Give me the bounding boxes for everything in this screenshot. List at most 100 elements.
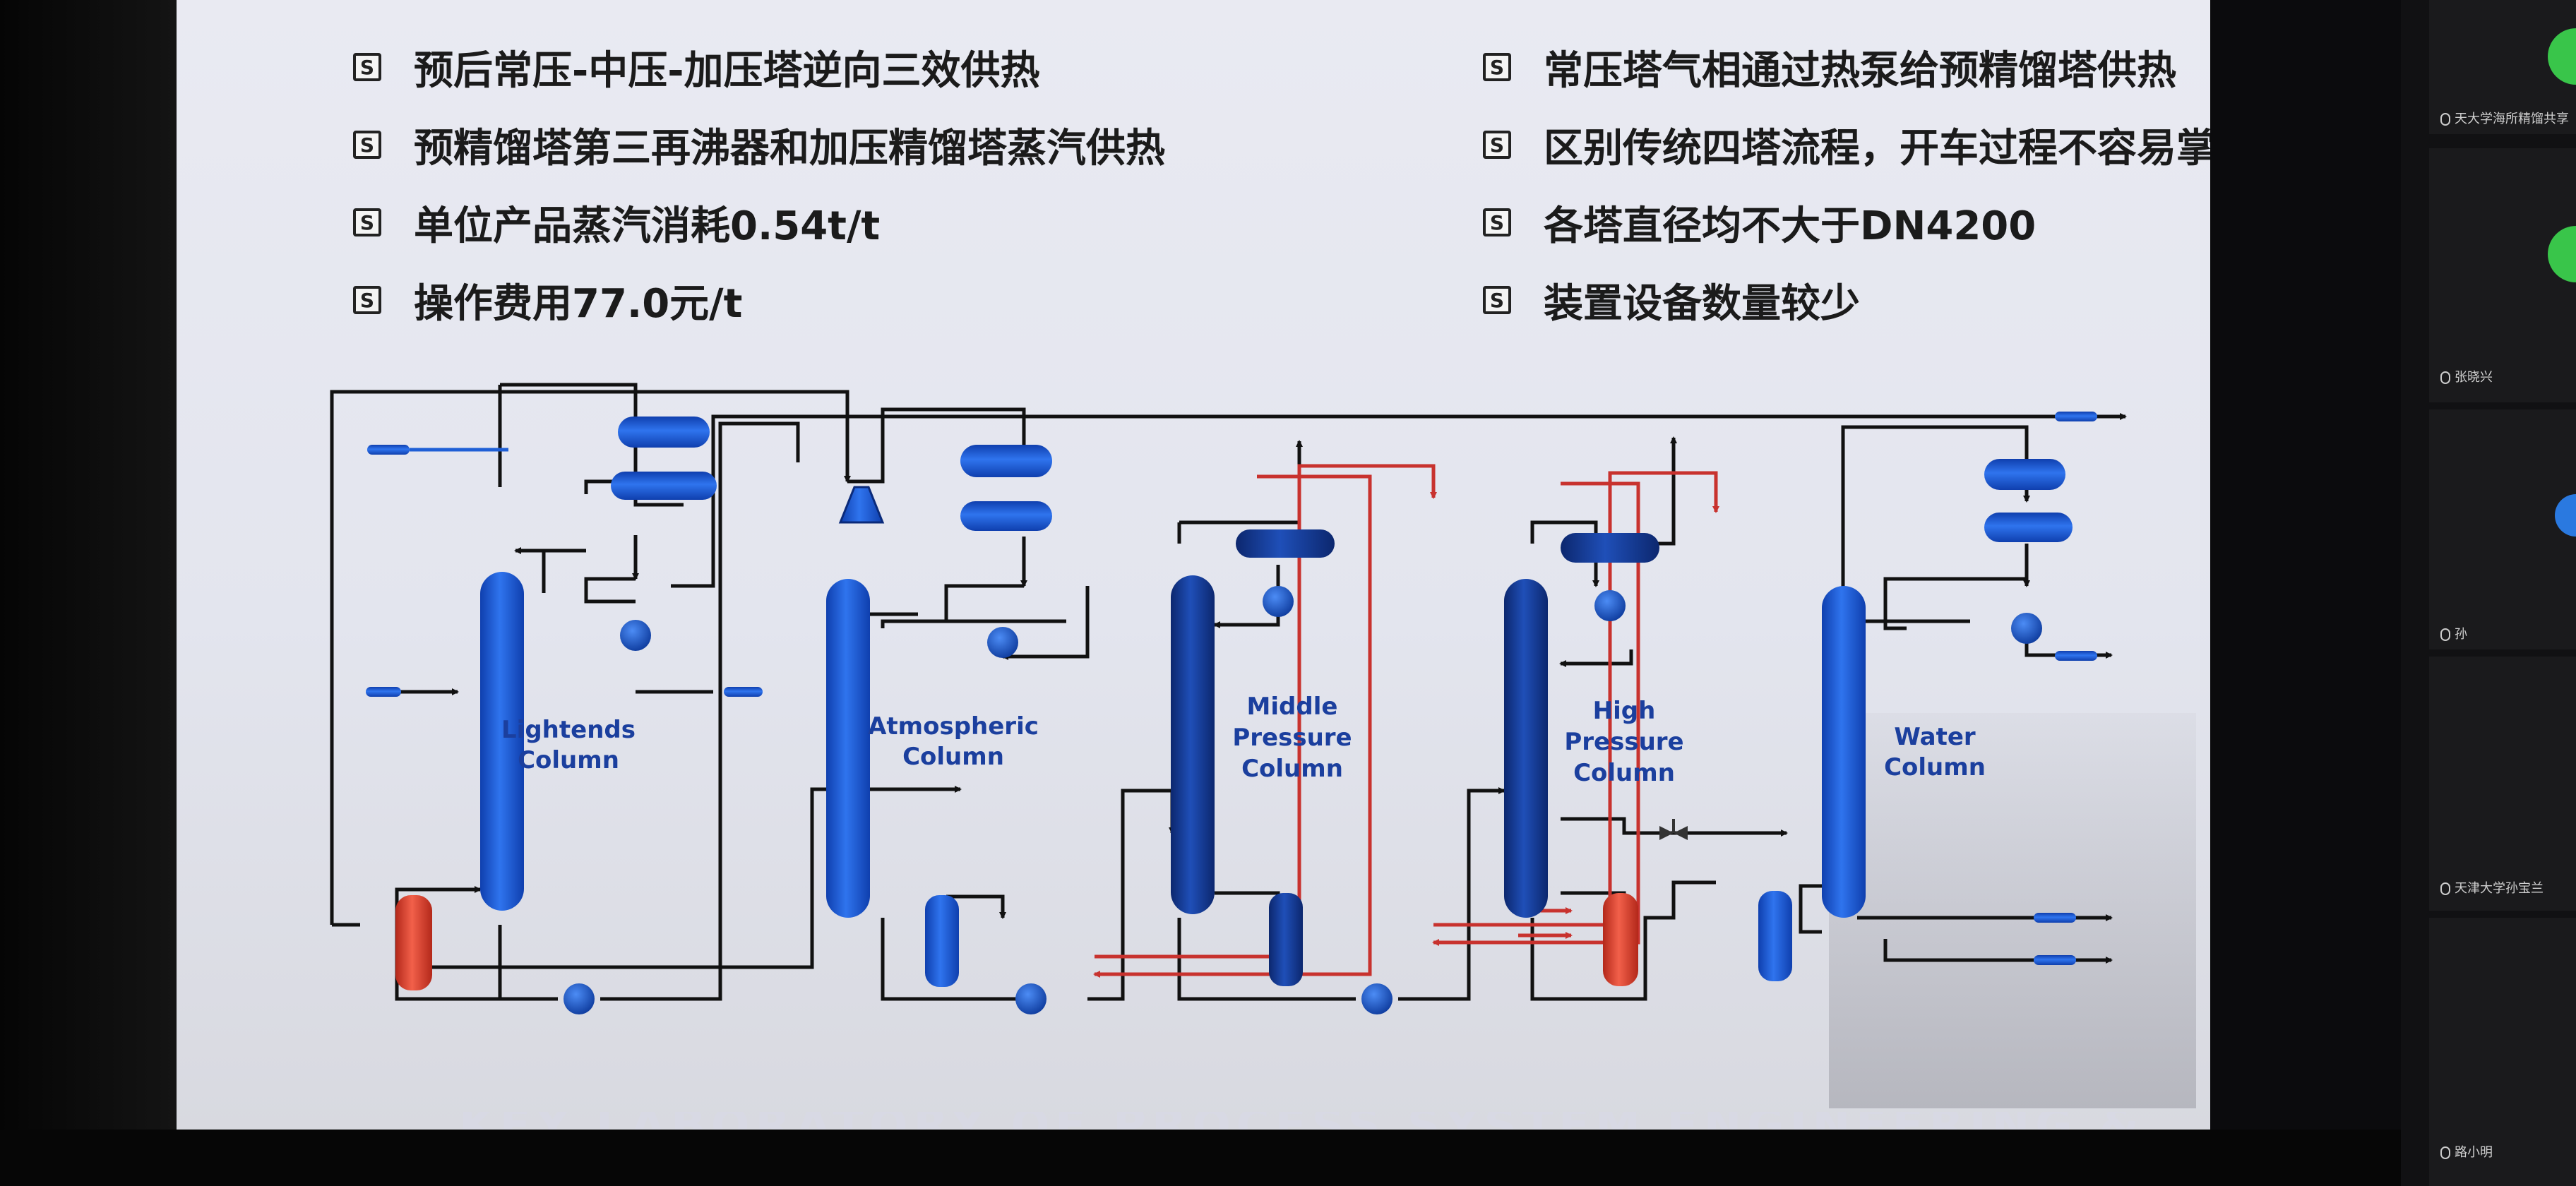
avatar (2555, 494, 2576, 537)
participant-name: 天大学海所精馏共享 (2455, 112, 2569, 126)
label-middle-1: Middle (1247, 693, 1338, 721)
speaking-indicator-icon (2548, 226, 2576, 282)
stream-terminals (366, 412, 2097, 965)
participant-name: 路小明 (2455, 1145, 2493, 1160)
label-high-2: Pressure (1564, 728, 1683, 756)
label-water-1: Water (1894, 723, 1976, 751)
bullet-column-right: S 常压塔气相通过热泵给预精馏塔供热 S 区别传统四塔流程，开车过程不容易掌握 S 各… (1483, 28, 2210, 339)
atmospheric-condenser (960, 445, 1052, 477)
lightends-column (480, 572, 524, 911)
screen-bottom-bezel (0, 1130, 2576, 1186)
main-product-outlet (2055, 412, 2097, 421)
atmospheric-reboiler (925, 895, 959, 987)
participant-name: 孙 (2455, 627, 2467, 642)
bullet-text: 操作费用77.0元/t (414, 280, 743, 327)
label-middle-3: Column (1241, 755, 1343, 783)
slide-footer-banner: KEY LABORATORY OF PROCESS SYSTEM ENGINEE… (459, 1112, 2154, 1130)
pump-water-reflux (2011, 613, 2042, 644)
label-atmospheric-2: Column (902, 743, 1004, 771)
bullet-text: 预精馏塔第三再沸器和加压精馏塔蒸汽供热 (414, 125, 1165, 172)
high-pressure-column (1504, 579, 1548, 918)
bullet-text: 预后常压-中压-加压塔逆向三效供热 (414, 47, 1040, 94)
label-water-2: Column (1884, 753, 1986, 781)
bullet-item: S 单位产品蒸汽消耗0.54t/t (353, 184, 1165, 261)
bullet-text: 常压塔气相通过热泵给预精馏塔供热 (1544, 47, 2176, 94)
bullet-item: S 操作费用77.0元/t (353, 261, 1165, 339)
bullet-item: S 区别传统四塔流程，开车过程不容易掌握 (1483, 106, 2210, 184)
mic-icon (2440, 113, 2450, 126)
lightends-side-outlet (724, 687, 763, 697)
pumps (564, 586, 2042, 1014)
pump-lightends-bottoms (564, 983, 595, 1014)
middle-pressure-column (1171, 575, 1215, 914)
stream-outlet-lightends-top (367, 445, 410, 455)
pump-middle-bottoms (1361, 983, 1393, 1014)
meeting-participant-sidebar: 天大学海所精馏共享 张晓兴 孙 天津大学孙宝兰 路小明 (2401, 0, 2576, 1186)
participant-tile[interactable]: 孙 (2429, 409, 2576, 649)
label-high-3: Column (1573, 759, 1675, 787)
bullet-item: S 预后常压-中压-加压塔逆向三效供热 (353, 28, 1165, 106)
bullet-s-icon: S (1483, 53, 1511, 81)
label-high-1: High (1593, 697, 1656, 725)
mic-icon (2440, 628, 2450, 641)
bullet-s-icon: S (1483, 208, 1511, 236)
participant-tile[interactable]: 张晓兴 (2429, 148, 2576, 402)
pump-middle-reflux (1263, 586, 1294, 617)
water-column (1822, 586, 1866, 918)
bullet-item: S 常压塔气相通过热泵给预精馏塔供热 (1483, 28, 2210, 106)
pump-lightends-reflux (620, 620, 651, 651)
water-column-reboiler (1758, 891, 1792, 981)
bullet-text: 各塔直径均不大于DN4200 (1544, 203, 2037, 249)
middle-pressure-reboiler (1269, 893, 1303, 986)
label-middle-2: Pressure (1232, 724, 1352, 752)
bullet-s-icon: S (353, 53, 381, 81)
bullet-s-icon: S (353, 286, 381, 314)
heat-pump-compressor-icon (838, 486, 885, 524)
distillation-columns (480, 572, 1866, 918)
process-flow-diagram: Lightends Column Atmospheric Column Midd… (330, 383, 2127, 1014)
mic-icon (2440, 882, 2450, 895)
bullet-text: 区别传统四塔流程，开车过程不容易掌握 (1544, 125, 2210, 172)
bullet-s-icon: S (1483, 131, 1511, 159)
participant-name: 张晓兴 (2455, 370, 2493, 385)
atmospheric-column (826, 579, 870, 918)
condensers (611, 417, 2073, 563)
high-pressure-reflux-drum (1561, 533, 1659, 563)
label-lightends-1: Lightends (501, 716, 636, 744)
bullet-item: S 装置设备数量较少 (1483, 261, 2210, 339)
label-lightends-2: Column (518, 746, 619, 774)
middle-pressure-reflux-drum (1236, 529, 1335, 558)
water-column-side-outlet (2034, 913, 2076, 923)
mic-icon (2440, 371, 2450, 384)
participant-tile[interactable]: 路小明 (2429, 918, 2576, 1186)
bullet-item: S 预精馏塔第三再沸器和加压精馏塔蒸汽供热 (353, 106, 1165, 184)
valve-icon (1659, 819, 1688, 840)
lightends-reflux-drum (611, 472, 717, 500)
feed-inlet (366, 687, 401, 697)
pump-atmospheric-reflux (987, 627, 1018, 658)
water-column-bottom-outlet (2034, 955, 2076, 965)
bullet-s-icon: S (353, 131, 381, 159)
water-column-condenser (1984, 459, 2065, 490)
water-column-overhead-outlet (2055, 651, 2097, 661)
participant-tile[interactable]: 天津大学孙宝兰 (2429, 657, 2576, 911)
background-building-watermark (1829, 713, 2196, 1108)
participant-tile[interactable]: 天大学海所精馏共享 (2429, 0, 2576, 134)
red-steam-piping (1093, 464, 1719, 978)
lightends-steam-reboiler (395, 895, 432, 990)
atmospheric-reflux-drum (960, 501, 1052, 531)
bullet-text: 装置设备数量较少 (1544, 280, 1860, 327)
bullet-s-icon: S (1483, 286, 1511, 314)
bullet-s-icon: S (353, 208, 381, 236)
mic-icon (2440, 1146, 2450, 1159)
pump-high-reflux (1594, 590, 1626, 621)
bullet-text: 单位产品蒸汽消耗0.54t/t (414, 203, 881, 249)
participant-name: 天津大学孙宝兰 (2455, 881, 2544, 896)
screen-bezel (0, 0, 177, 1186)
high-pressure-steam-reboiler (1603, 893, 1638, 986)
label-atmospheric-1: Atmospheric (868, 712, 1039, 741)
lightends-condenser (618, 417, 710, 448)
